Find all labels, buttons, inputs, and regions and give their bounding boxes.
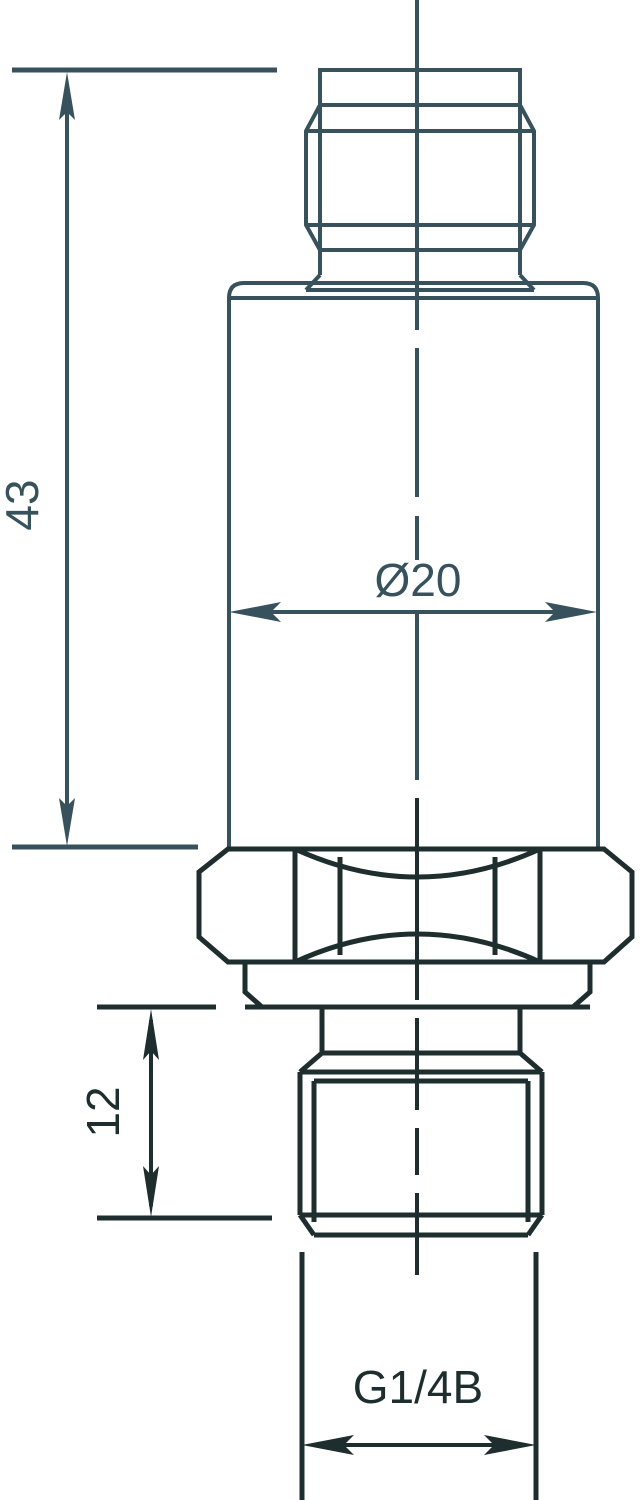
dimension-value-thread: G1/4B xyxy=(353,1361,483,1413)
male-thread xyxy=(297,1007,545,1238)
hex-nut xyxy=(196,846,635,965)
arrowhead-right xyxy=(545,602,597,622)
arrowhead-up xyxy=(59,72,75,120)
arrowhead-left xyxy=(302,1435,354,1455)
dimension-value-diameter: Ø20 xyxy=(375,554,462,606)
arrowhead-down xyxy=(59,798,75,846)
dimension-overall-height: 43 xyxy=(0,67,277,850)
electrical-connector xyxy=(304,68,536,292)
dimension-value-12: 12 xyxy=(77,1086,129,1137)
dimension-thread-size: G1/4B xyxy=(299,1252,539,1500)
arrowhead-left xyxy=(229,602,281,622)
arrowhead-up xyxy=(143,1009,159,1060)
dimension-body-diameter: Ø20 xyxy=(229,554,597,622)
sensor-body-cylinder xyxy=(227,281,600,847)
arrowhead-right xyxy=(484,1435,536,1455)
dimension-thread-length: 12 xyxy=(77,1004,272,1221)
arrowhead-down xyxy=(143,1166,159,1217)
dimension-value-43: 43 xyxy=(0,479,48,530)
